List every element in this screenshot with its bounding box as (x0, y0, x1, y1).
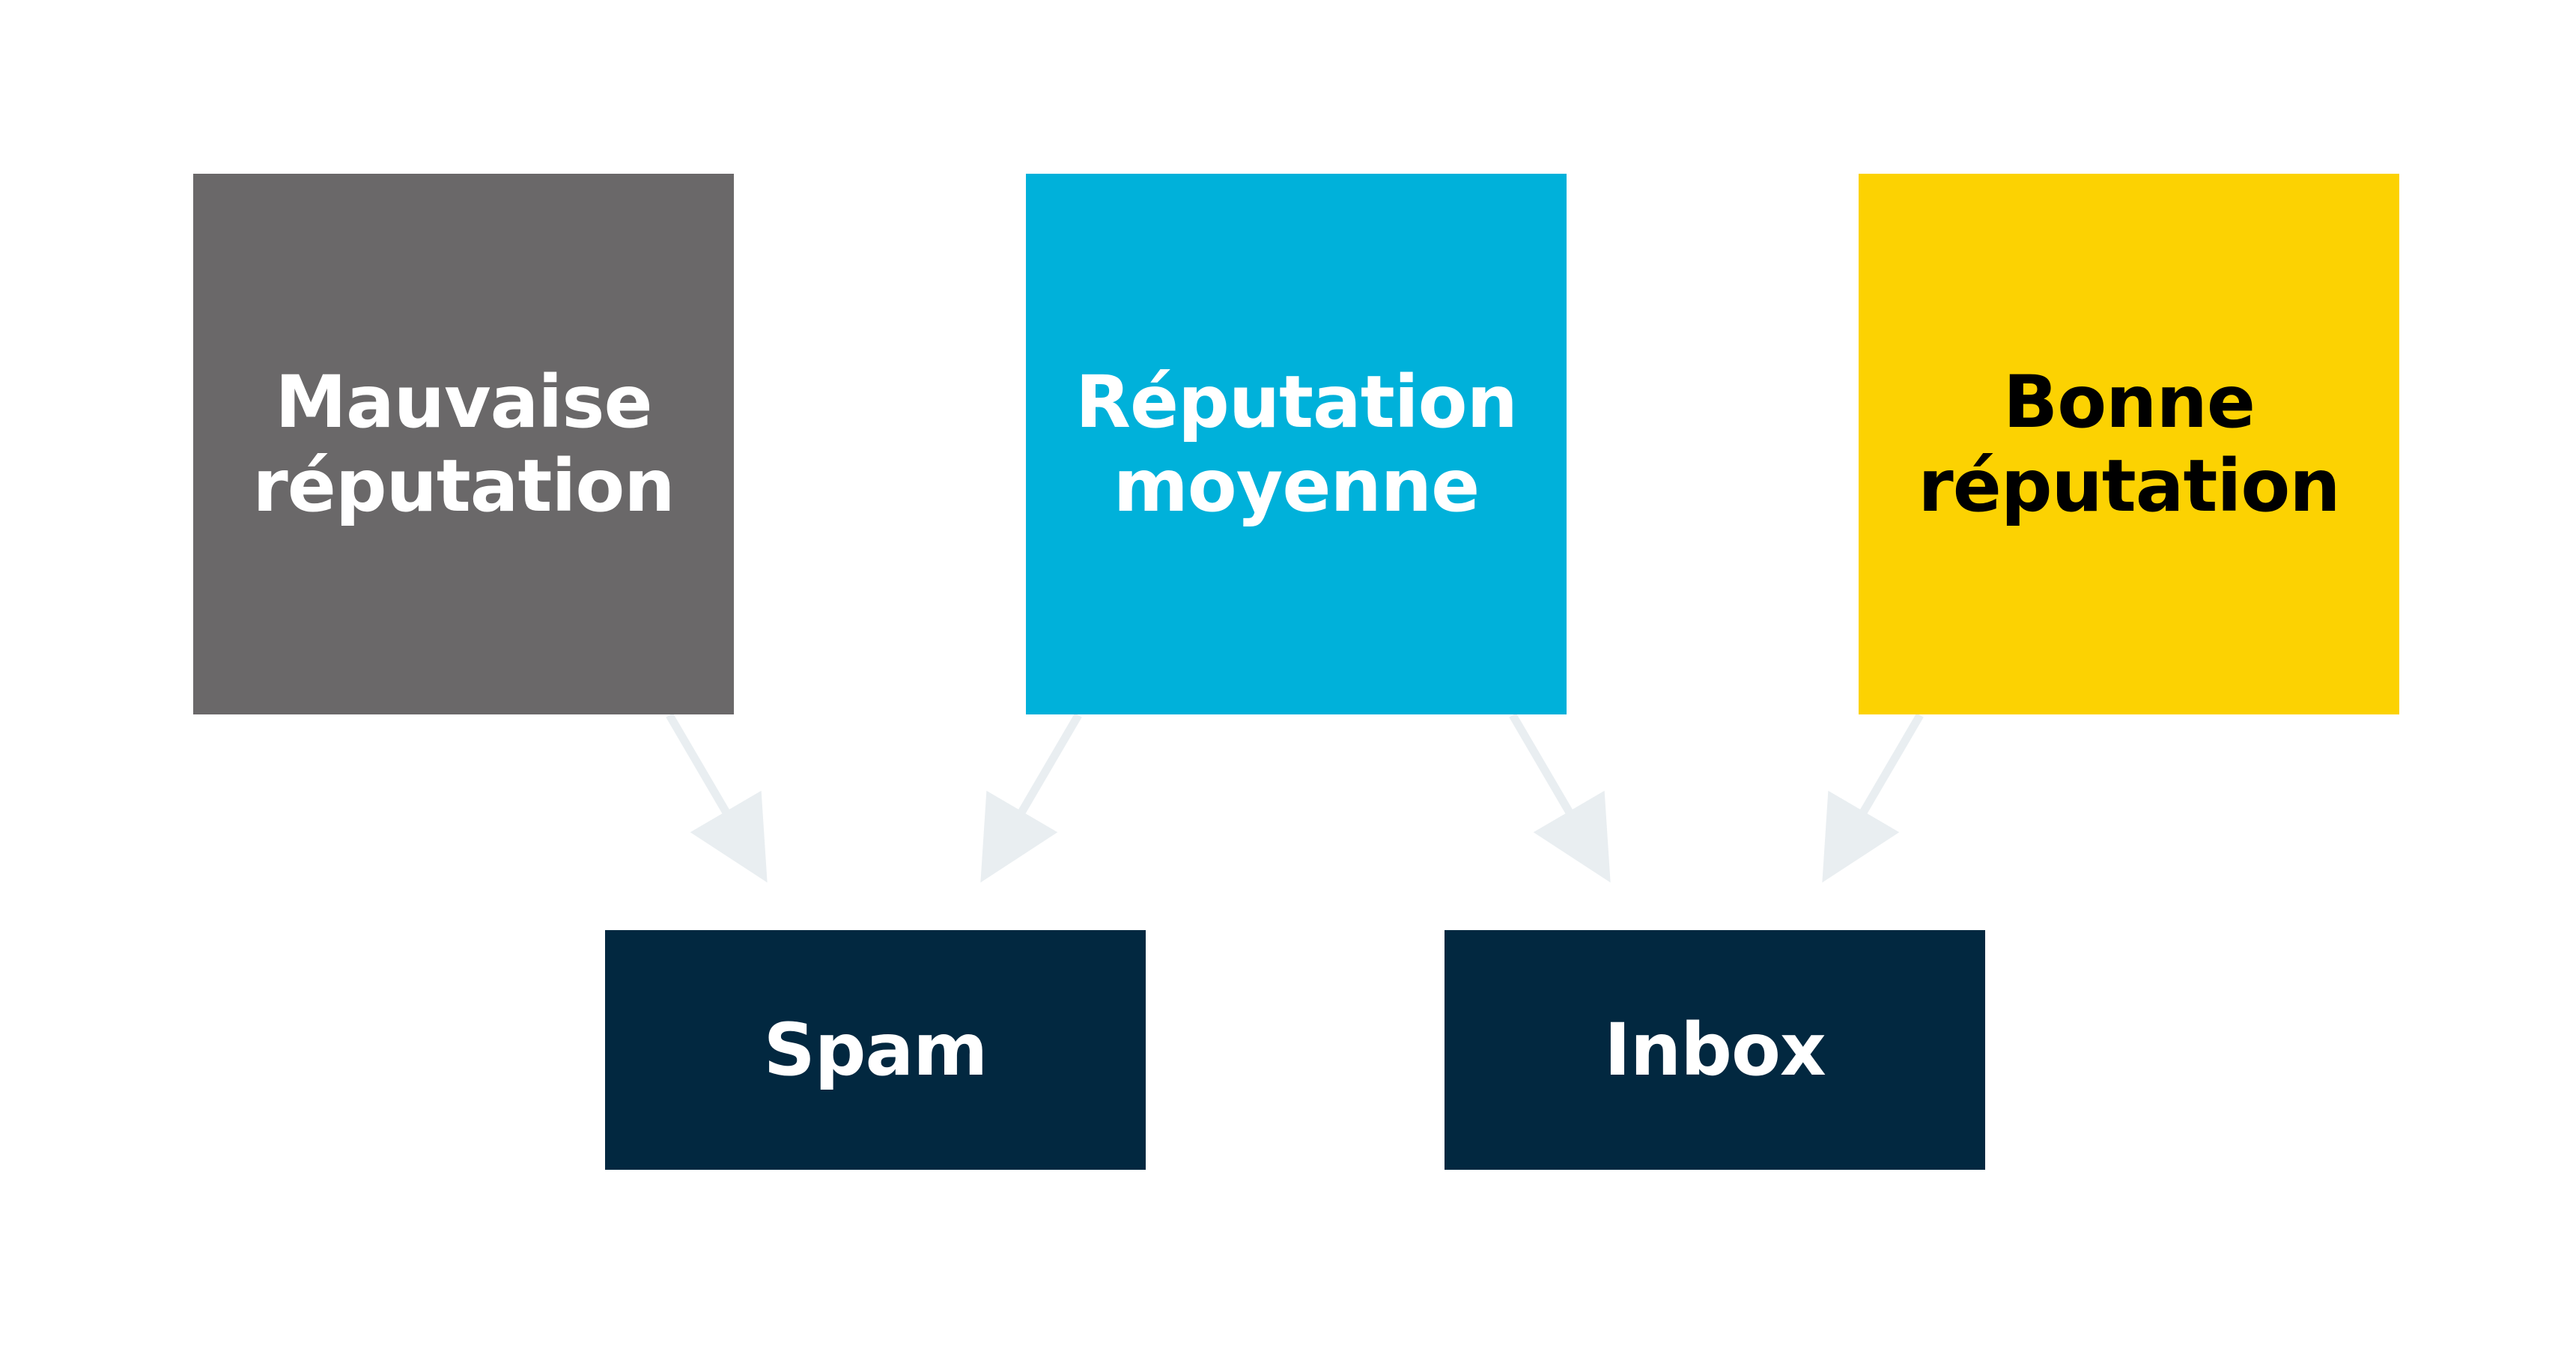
good-reputation-line2: réputation (1918, 444, 2340, 528)
spam-box: Spam (605, 930, 1146, 1170)
bad-reputation-line2: réputation (252, 444, 675, 528)
medium-reputation-box: Réputation moyenne (1026, 174, 1567, 714)
arrow-good-to-inbox (1822, 713, 1924, 883)
inbox-label: Inbox (1604, 1008, 1826, 1092)
inbox-box: Inbox (1445, 930, 1985, 1170)
good-reputation-line1: Bonne (2003, 360, 2255, 444)
arrow-medium-to-inbox (1509, 713, 1611, 883)
bad-reputation-box: Mauvaise réputation (193, 174, 734, 714)
arrow-medium-to-spam (980, 713, 1082, 883)
spam-label: Spam (763, 1008, 988, 1092)
good-reputation-box: Bonne réputation (1859, 174, 2399, 714)
arrow-bad-to-spam (666, 713, 768, 883)
bad-reputation-line1: Mauvaise (275, 360, 652, 444)
medium-reputation-line2: moyenne (1113, 444, 1480, 528)
medium-reputation-line1: Réputation (1075, 360, 1518, 444)
